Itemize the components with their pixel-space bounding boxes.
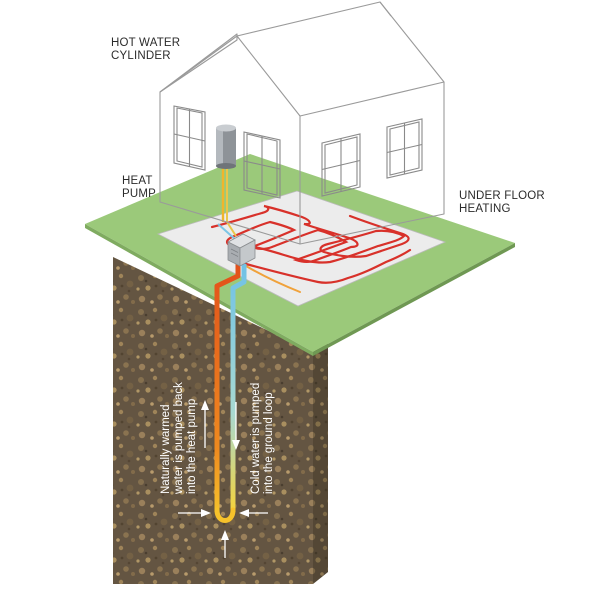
underfloor-pipe-loop-1 <box>210 204 359 263</box>
arrow-in-right <box>239 509 268 517</box>
ground-loop-u-bend <box>214 507 236 523</box>
hot-water-cylinder <box>216 124 236 169</box>
label-warm-water-return: Naturally warmed water is pumped back in… <box>160 382 198 494</box>
house-roof-left-edge <box>159 33 238 93</box>
soil-bevel <box>113 257 313 356</box>
label-under-floor-heating: UNDER FLOOR HEATING <box>459 190 545 215</box>
window-side-right <box>386 118 423 179</box>
lawn-edge-left <box>85 224 313 356</box>
arrow-in-left <box>178 509 211 517</box>
cylinder-base <box>216 163 236 169</box>
house-outline <box>159 1 445 245</box>
arrow-down-cold <box>232 402 240 450</box>
heat-pump-unit <box>227 233 256 267</box>
house-roof <box>236 1 445 117</box>
house-ridge <box>379 1 392 17</box>
house-side-wall <box>299 82 445 245</box>
soil-block <box>113 257 328 584</box>
arrow-in-bottom <box>221 530 229 558</box>
underfloor-pipe-loop-2 <box>226 214 410 264</box>
ground-loop <box>214 262 247 523</box>
lawn-edge-right <box>313 243 515 356</box>
soil-front-face <box>113 352 313 584</box>
window-side-left <box>321 133 361 197</box>
label-hot-water-cylinder: HOT WATER CYLINDER <box>111 37 181 62</box>
soil-front-shade <box>113 257 313 584</box>
soil-side-face <box>313 340 328 584</box>
underfloor-feed-pipe <box>245 265 301 293</box>
soil-side-shade <box>313 340 328 584</box>
warm-return-pipe <box>214 262 241 512</box>
window-gable-left <box>173 105 206 171</box>
label-heat-pump: HEAT PUMP <box>122 175 157 200</box>
window-gable-right <box>243 131 281 199</box>
cylinder-cold-pipe <box>217 223 237 241</box>
floor-slab <box>156 190 447 307</box>
house-gable-wall <box>159 35 301 245</box>
flow-arrows <box>178 400 268 558</box>
label-cold-water-out: Cold water is pumped into the ground loo… <box>250 382 275 494</box>
cold-supply-pipe <box>230 264 247 512</box>
house-windows <box>173 105 423 199</box>
cylinder-top <box>216 124 236 132</box>
underfloor-pipe-return <box>244 248 412 284</box>
cylinder-highlight <box>216 128 223 166</box>
arrow-up-warm <box>201 400 209 448</box>
